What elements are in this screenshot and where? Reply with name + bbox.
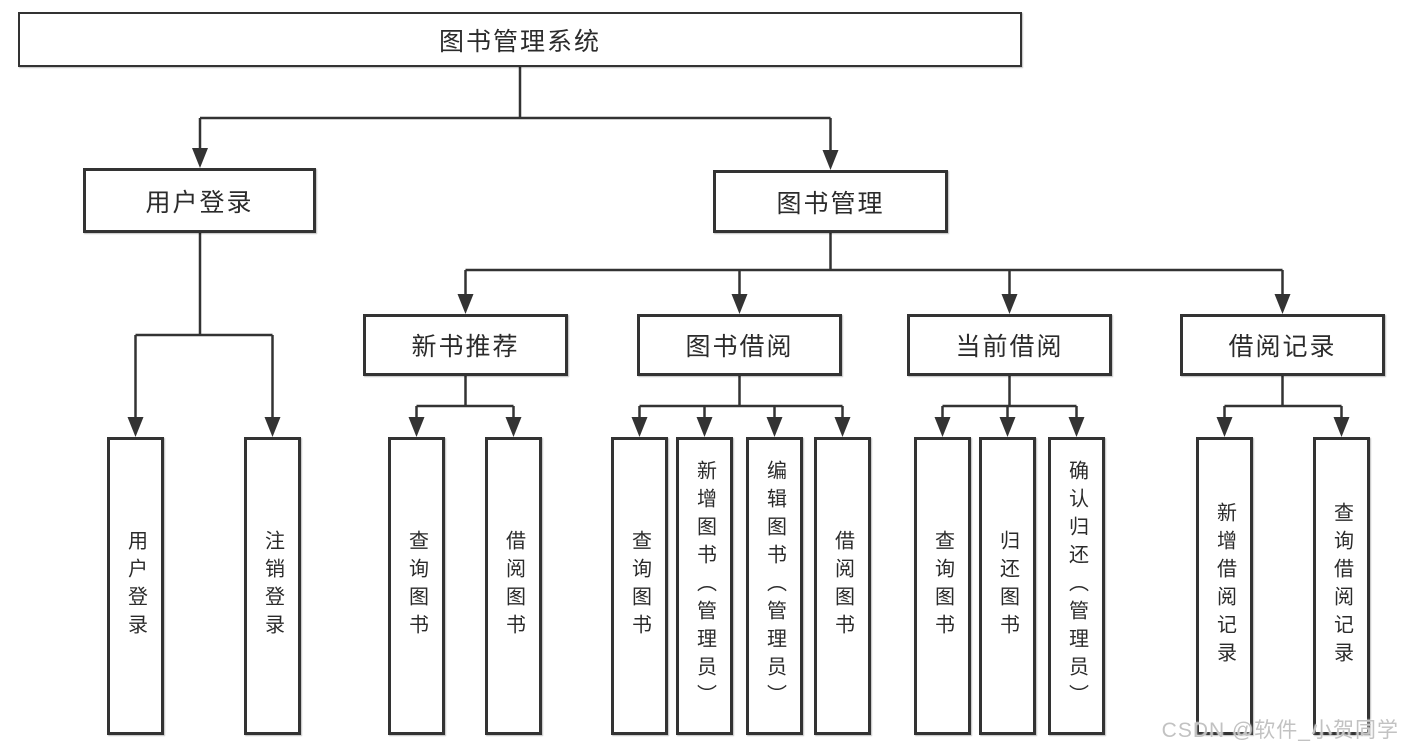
leaf-borrow-books-recommend: 借阅图书 (485, 437, 542, 735)
node-new-book-recommend: 新书推荐 (363, 314, 568, 376)
node-book-borrow-label: 图书借阅 (685, 333, 794, 361)
leaf-query-borrow-record-label: 查询借阅记录 (1330, 502, 1353, 670)
leaf-borrow-books-recommend-label: 借阅图书 (502, 530, 525, 642)
leaf-edit-book-admin-label: 编辑图书（管理员） (763, 460, 786, 712)
leaf-logout-label: 注销登录 (261, 530, 284, 642)
leaf-borrow-books: 借阅图书 (814, 437, 871, 735)
leaf-query-borrow-record: 查询借阅记录 (1313, 437, 1370, 735)
leaf-user-login: 用户登录 (107, 437, 164, 735)
node-borrow-records: 借阅记录 (1180, 314, 1385, 376)
node-book-management-label: 图书管理 (776, 189, 885, 218)
leaf-query-books-recommend: 查询图书 (388, 437, 445, 735)
node-current-borrow: 当前借阅 (907, 314, 1112, 376)
leaf-user-login-label: 用户登录 (124, 530, 147, 642)
node-user-login: 用户登录 (83, 168, 316, 233)
leaf-edit-book-admin: 编辑图书（管理员） (746, 437, 803, 735)
leaf-add-borrow-record-label: 新增借阅记录 (1213, 502, 1236, 670)
leaf-add-book-admin: 新增图书（管理员） (676, 437, 733, 735)
leaf-add-book-admin-label: 新增图书（管理员） (693, 460, 716, 712)
leaf-logout: 注销登录 (244, 437, 301, 735)
leaf-confirm-return-admin-label: 确认归还（管理员） (1065, 460, 1088, 712)
csdn-watermark: CSDN @软件_小贺同学 (1161, 719, 1399, 742)
leaf-query-books-current: 查询图书 (914, 437, 971, 735)
leaf-query-books-borrow: 查询图书 (611, 437, 668, 735)
leaf-query-books-current-label: 查询图书 (931, 530, 954, 642)
node-root-label: 图书管理系统 (438, 27, 601, 56)
leaf-confirm-return-admin: 确认归还（管理员） (1048, 437, 1105, 735)
node-current-borrow-label: 当前借阅 (955, 333, 1064, 361)
node-borrow-records-label: 借阅记录 (1228, 333, 1337, 361)
leaf-query-books-borrow-label: 查询图书 (628, 530, 651, 642)
leaf-query-books-recommend-label: 查询图书 (405, 530, 428, 642)
leaf-return-book: 归还图书 (979, 437, 1036, 735)
leaf-borrow-books-label: 借阅图书 (831, 530, 854, 642)
leaf-return-book-label: 归还图书 (996, 530, 1019, 642)
leaf-add-borrow-record: 新增借阅记录 (1196, 437, 1253, 735)
node-book-borrow: 图书借阅 (637, 314, 842, 376)
node-book-management: 图书管理 (713, 170, 948, 233)
node-root: 图书管理系统 (18, 12, 1022, 67)
node-new-book-recommend-label: 新书推荐 (411, 333, 520, 361)
node-user-login-label: 用户登录 (145, 188, 254, 217)
